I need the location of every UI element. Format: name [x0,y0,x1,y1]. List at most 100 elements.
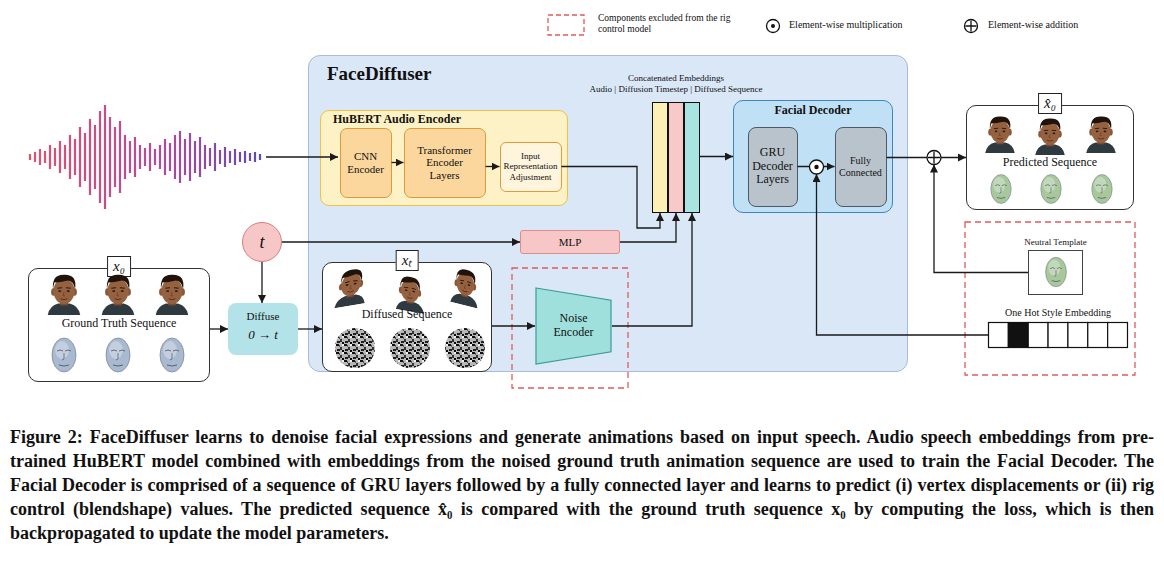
text-slot: xₜ [396,250,419,271]
process-box: Transformer Encoder Layers [404,128,486,198]
mesh-face [1041,175,1061,204]
box-heading: Neutral Template [1024,237,1086,248]
connector-arrow [887,157,967,158]
excluded-region [512,268,628,388]
sequence-symbol: xₜ [396,250,419,271]
box-label: Diffuse [228,310,298,323]
box-label: Noise Encoder [543,312,604,340]
sequence-panel: x₀Ground Truth Sequence [28,268,210,382]
connector-arrow [282,241,520,242]
text-slot: FaceDiffuser [327,63,431,85]
sequence-panel: x̂₀Predicted Sequence [966,105,1134,210]
heading-slot: One Hot Style Embedding [1005,307,1111,319]
head-illustration [48,275,81,315]
add-symbol-part [928,152,940,164]
template-box: Neutral Template [1028,250,1083,295]
connector-arrow [612,213,692,326]
decoder-panel: GRU Decoder Layers Fully Connected Facial … [733,100,893,213]
group-title: Facial Decoder [734,104,892,118]
text-slot: x̂₀ [1038,93,1062,114]
legend-multiply-symbol-part [771,24,775,28]
sequence-symbol: x₀ [107,256,131,277]
add-symbol-part [927,151,941,165]
mesh-face [991,175,1011,204]
vector-cell [1108,323,1128,348]
connector-arrow [392,162,404,163]
head-illustration [1086,116,1116,153]
add-symbol [927,151,941,165]
one-hot-vector: One Hot Style Embedding [988,322,1128,348]
multiply-symbol [810,160,824,174]
head-illustration [156,275,189,315]
text-slot: HuBERT Audio Encoder [333,113,461,127]
mesh-face [52,338,76,372]
legend-multiply-symbol [767,20,780,33]
connector-arrow [817,174,989,335]
legend-entry: Components excluded from the rig control… [598,13,738,36]
vector-cell [1088,323,1108,348]
legend-entry: Element-wise multiplication [789,19,959,31]
legend-add-symbol [965,20,978,33]
box-heading: Concatenated Embeddings [590,73,763,84]
encoder-panel: CNN EncoderTransformer Encoder LayersInp… [320,110,568,206]
box-label: Transformer Encoder Layers [415,144,475,182]
embedding-bar [669,103,684,213]
embedding-bar [653,103,668,213]
legend-entry: Element-wise addition [988,19,1158,31]
one-hot-vector-outline [988,322,1128,348]
mesh-face [106,338,130,372]
distorted-head [450,266,480,308]
heading-slot: Concatenated EmbeddingsAudio | Diffusion… [590,73,763,95]
legend-add-symbol-part [966,21,977,32]
text-slot: x₀ [107,256,131,277]
mesh-face [1092,175,1112,204]
box-label: t [246,232,279,253]
head-illustration [985,116,1015,153]
legend-dashed-sample [548,15,584,35]
multiply-symbol-part [810,160,824,174]
connector-arrow [562,167,661,229]
connector-arrow [620,213,676,242]
embedding-stack-outline [652,102,700,213]
box-label: Ground Truth Sequence [29,317,209,331]
vector-cell [1028,323,1048,348]
model-panel: CNN EncoderTransformer Encoder LayersInp… [308,55,908,372]
distorted-head [396,274,424,314]
text-slot: Facial Decoder [734,104,892,118]
legend-text: Element-wise multiplication [789,19,959,31]
figure-caption: Figure 2: FaceDiffuser learns to denoise… [10,425,1154,545]
connector-arrow [298,328,322,329]
multiply-symbol-part [814,165,818,169]
box-label: GRU Decoder Layers [751,146,795,187]
box-heading: One Hot Style Embedding [1005,307,1111,319]
noise-blob [445,328,485,368]
heading-slot: Neutral Template [1024,237,1086,248]
box-label: 0 → t [228,328,298,343]
timestep-circle: t [242,222,282,262]
head-illustration [102,275,135,315]
audio-waveform [30,105,260,209]
process-box: Fully Connected [835,127,887,207]
legend-multiply-symbol-part [767,20,780,33]
process-box: CNN Encoder [340,128,392,198]
sequence-panel: xₜDiffused Sequence [322,262,492,372]
trapezoid-outline [536,288,611,364]
connector-arrow [261,262,262,303]
vector-cell [1048,323,1068,348]
box-label: Diffused Sequence [323,308,491,322]
group-title: HuBERT Audio Encoder [333,113,461,127]
connector-arrow [210,328,228,329]
process-box: MLP [520,230,620,254]
embedding-bar [685,103,700,213]
audio-input-arrow [266,156,338,157]
head-illustration [1035,118,1065,155]
vector-cell [989,323,1009,348]
excluded-region [965,222,1135,375]
group-title: FaceDiffuser [327,63,431,85]
legend-add-symbol-part [965,20,978,33]
noise-blob [390,328,430,368]
connector-arrow [486,166,500,167]
noise-blob [335,328,375,368]
mesh-face [1046,257,1067,286]
text-slot: Diffused Sequence [323,308,491,322]
